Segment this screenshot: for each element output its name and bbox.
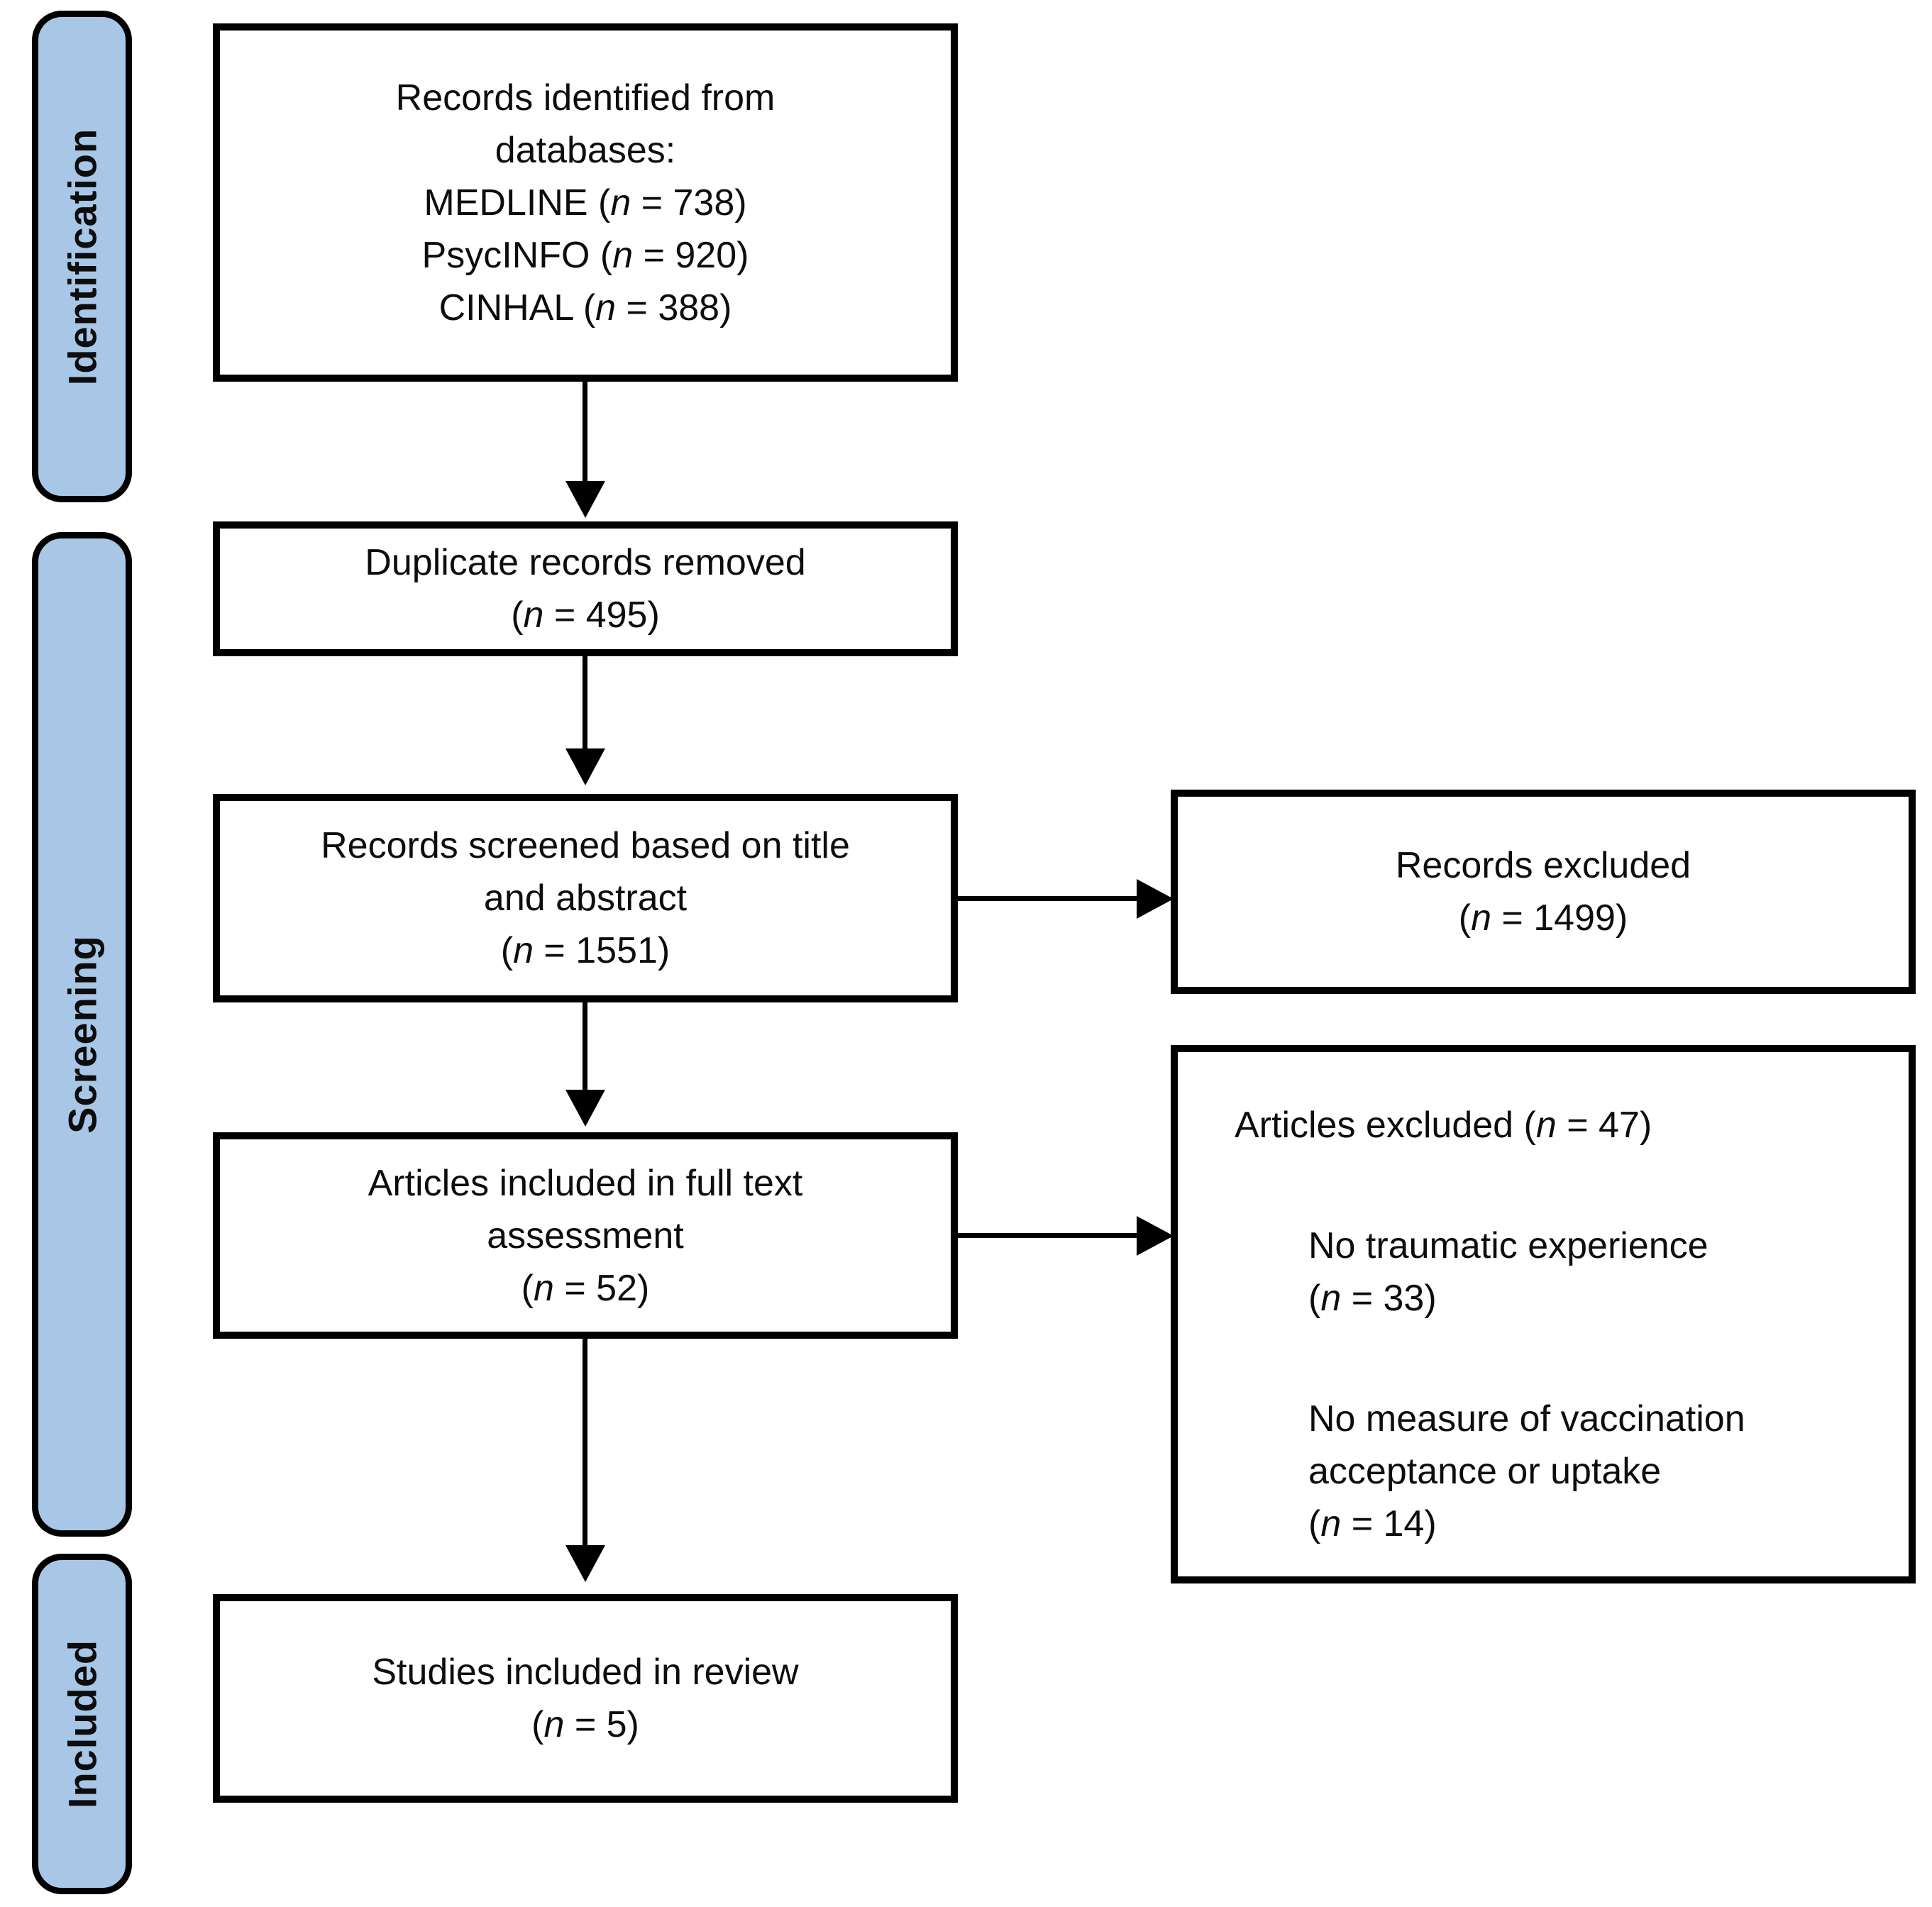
box-line: Articles included in full text bbox=[368, 1162, 803, 1204]
box-line: (n = 5) bbox=[531, 1704, 639, 1745]
stage-label-identification: Identification bbox=[60, 128, 104, 385]
box-line: Duplicate records removed bbox=[365, 542, 806, 583]
box-line: Records excluded bbox=[1395, 845, 1691, 886]
arrowhead-right-icon bbox=[1137, 1216, 1174, 1256]
box-records-screened: Records screened based on title and abst… bbox=[213, 794, 958, 1002]
box-articles-excluded: Articles excluded (n = 47) No traumatic … bbox=[1171, 1045, 1916, 1583]
exclusion-reason-no-vaccination-measure: No measure of vaccination acceptance or … bbox=[1308, 1393, 1745, 1550]
box-records-identified: Records identified from databases: MEDLI… bbox=[213, 23, 958, 382]
box-line: (n = 495) bbox=[511, 595, 660, 636]
box-line: (n = 52) bbox=[521, 1267, 650, 1309]
box-line: Records screened based on title bbox=[321, 825, 850, 866]
box-studies-included: Studies included in review (n = 5) bbox=[213, 1594, 958, 1803]
box-duplicates-removed: Duplicate records removed (n = 495) bbox=[213, 521, 958, 656]
box-line: databases: bbox=[495, 129, 676, 171]
box-line: (n = 33) bbox=[1308, 1278, 1437, 1319]
stage-bar-identification: Identification bbox=[32, 11, 132, 502]
stage-bar-screening: Screening bbox=[32, 532, 132, 1537]
stage-bar-included: Included bbox=[32, 1554, 132, 1894]
box-line: No measure of vaccination bbox=[1308, 1398, 1745, 1439]
box-line: acceptance or uptake bbox=[1308, 1451, 1662, 1492]
arrow-fulltext-to-articles-excluded bbox=[958, 1233, 1137, 1238]
arrow-identified-to-duplicates bbox=[583, 382, 587, 481]
stage-label-screening: Screening bbox=[60, 935, 104, 1134]
arrowhead-down-icon bbox=[565, 481, 605, 518]
arrowhead-right-icon bbox=[1137, 879, 1174, 919]
box-full-text-assessment: Articles included in full text assessmen… bbox=[213, 1132, 958, 1339]
exclusion-reason-no-traumatic-experience: No traumatic experience (n = 33) bbox=[1308, 1220, 1709, 1325]
box-line: and abstract bbox=[483, 878, 688, 919]
box-line: PsycINFO (n = 920) bbox=[421, 234, 749, 276]
articles-excluded-header: Articles excluded (n = 47) bbox=[1235, 1105, 1652, 1146]
box-line: (n = 1499) bbox=[1458, 897, 1628, 939]
box-line: Studies included in review bbox=[372, 1652, 799, 1693]
box-line: Records identified from bbox=[395, 77, 775, 118]
box-line: assessment bbox=[487, 1215, 684, 1256]
arrow-fulltext-to-included bbox=[583, 1339, 587, 1545]
box-records-excluded: Records excluded (n = 1499) bbox=[1171, 790, 1916, 994]
box-line: (n = 1551) bbox=[500, 930, 670, 971]
arrowhead-down-icon bbox=[565, 1545, 605, 1582]
arrow-duplicates-to-screened bbox=[583, 656, 587, 748]
box-line: CINHAL (n = 388) bbox=[438, 287, 732, 328]
arrowhead-down-icon bbox=[565, 1090, 605, 1127]
stage-label-included: Included bbox=[60, 1639, 104, 1809]
box-line: No traumatic experience bbox=[1308, 1225, 1709, 1266]
arrow-screened-to-records-excluded bbox=[958, 896, 1137, 901]
arrow-screened-to-fulltext bbox=[583, 1002, 587, 1090]
arrowhead-down-icon bbox=[565, 748, 605, 785]
box-line: MEDLINE (n = 738) bbox=[424, 182, 747, 223]
box-line: (n = 14) bbox=[1308, 1503, 1437, 1544]
